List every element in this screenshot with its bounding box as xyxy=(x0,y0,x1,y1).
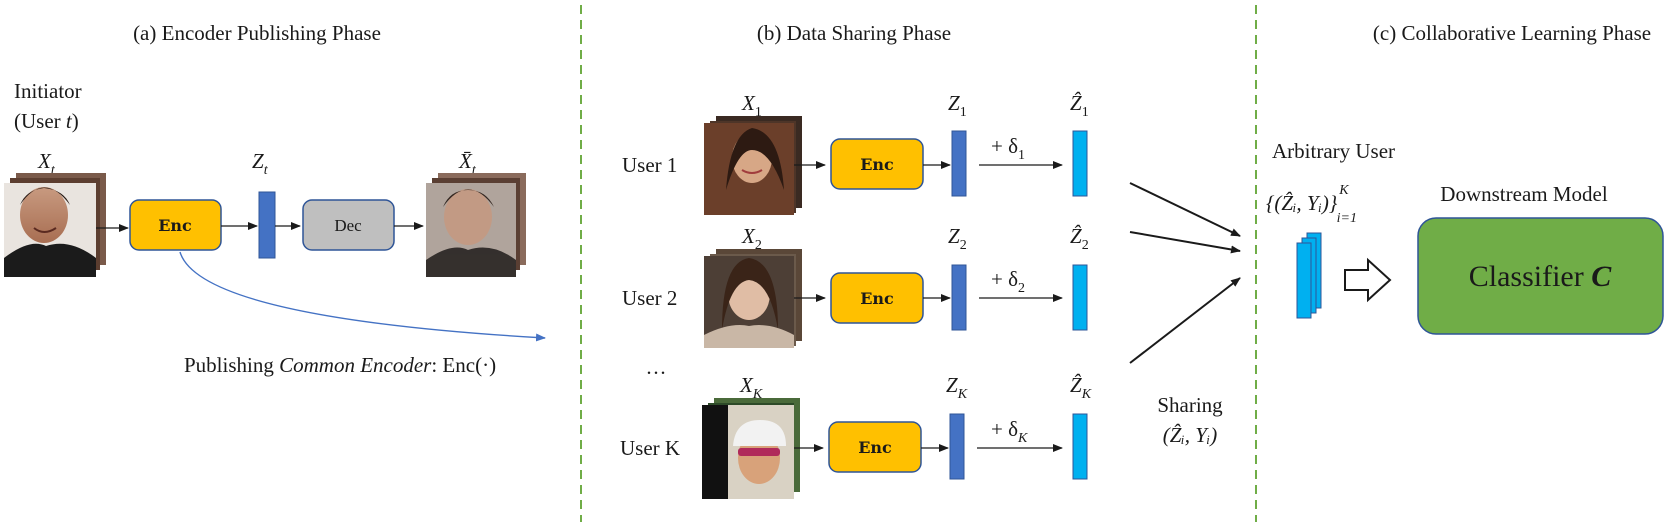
initiator-user-label: (User t) xyxy=(14,109,79,133)
x-bar-t-label: X̄t xyxy=(458,149,477,178)
user-k-label: User K xyxy=(620,436,680,460)
z-t-label: Zt xyxy=(252,149,269,178)
dec-label: Dec xyxy=(334,216,362,235)
user-2-face-stack xyxy=(704,249,802,348)
stacked-noisy-bars xyxy=(1296,232,1322,319)
z-k-label: ZK xyxy=(946,373,968,402)
z-2-label: Z2 xyxy=(948,224,967,253)
delta-k-label: + δK xyxy=(991,417,1028,446)
dec-box xyxy=(302,199,395,251)
classifier-box xyxy=(1417,217,1664,335)
title-encoder-publishing: (a) Encoder Publishing Phase xyxy=(133,21,381,45)
user-1-label: User 1 xyxy=(622,153,677,177)
title-collaborative-learning: (c) Collaborative Learning Phase xyxy=(1373,21,1651,45)
users-ellipsis: ··· xyxy=(646,361,667,385)
latent-bar-z1 xyxy=(951,130,967,197)
x-2-label: X2 xyxy=(741,224,762,253)
enc-box-1 xyxy=(830,138,924,190)
publish-arrow xyxy=(179,251,546,342)
arbitrary-user-label: Arbitrary User xyxy=(1272,139,1395,163)
x-t-label: Xt xyxy=(37,149,56,178)
share-arrow-2 xyxy=(1129,231,1241,254)
user-2-label: User 2 xyxy=(622,286,677,310)
initiator-label: Initiator xyxy=(14,79,82,103)
enc-label-k: Enc xyxy=(858,438,892,457)
delta-2-label: + δ2 xyxy=(991,267,1025,296)
classifier-label: Classifier C xyxy=(1469,260,1612,293)
title-data-sharing: (b) Data Sharing Phase xyxy=(757,21,951,45)
user-row-1: User 1 X1 Enc Z1 + δ1 Ẑ1 xyxy=(622,91,1089,215)
user-k-face-stack xyxy=(702,398,800,499)
phase-a: Initiator (User t) Xt Enc Zt Dec X̄t xyxy=(4,79,546,377)
input-face-stack xyxy=(4,173,106,277)
z-1-label: Z1 xyxy=(948,91,967,120)
x-1-label: X1 xyxy=(741,91,762,120)
downstream-model-label: Downstream Model xyxy=(1440,182,1608,206)
user-row-2: User 2 X2 Enc Z2 + δ2 Ẑ2 xyxy=(622,224,1089,348)
blurred-face-icon xyxy=(426,189,516,277)
phase-b: User 1 X1 Enc Z1 + δ1 Ẑ1 User 2 xyxy=(620,91,1241,499)
zhat-2-label: Ẑ2 xyxy=(1070,224,1089,253)
noisy-bar-zhatk xyxy=(1072,413,1088,480)
share-arrow-1 xyxy=(1129,182,1241,237)
sharing-label: Sharing xyxy=(1157,393,1223,417)
delta-1-label: + δ1 xyxy=(991,134,1025,163)
noisy-bar-zhat1 xyxy=(1072,130,1088,197)
user-row-k: User K XK Enc ZK + δK ẐK xyxy=(620,373,1092,499)
enc-box-k xyxy=(828,421,922,473)
latent-bar-z2 xyxy=(951,264,967,331)
sharing-pair: (Ẑᵢ, Yᵢ) xyxy=(1163,423,1218,447)
enc-box-a xyxy=(129,199,222,251)
reconstructed-face-stack xyxy=(426,173,526,277)
zhat-1-label: Ẑ1 xyxy=(1070,91,1089,120)
enc-label-2: Enc xyxy=(860,289,894,308)
latent-bar-zt xyxy=(258,191,276,259)
block-arrow-icon xyxy=(1344,257,1392,303)
user-1-face-stack xyxy=(704,116,802,215)
zhat-k-label: ẐK xyxy=(1070,373,1092,402)
enc-label-1: Enc xyxy=(860,155,894,174)
publish-caption: Publishing Common Encoder: Enc(·) xyxy=(184,353,496,377)
x-k-label: XK xyxy=(739,373,763,402)
enc-label-a: Enc xyxy=(158,216,192,235)
share-arrow-k xyxy=(1129,277,1241,364)
face-icon xyxy=(4,187,96,277)
latent-bar-zk xyxy=(949,413,965,480)
noisy-bar-zhat2 xyxy=(1072,264,1088,331)
